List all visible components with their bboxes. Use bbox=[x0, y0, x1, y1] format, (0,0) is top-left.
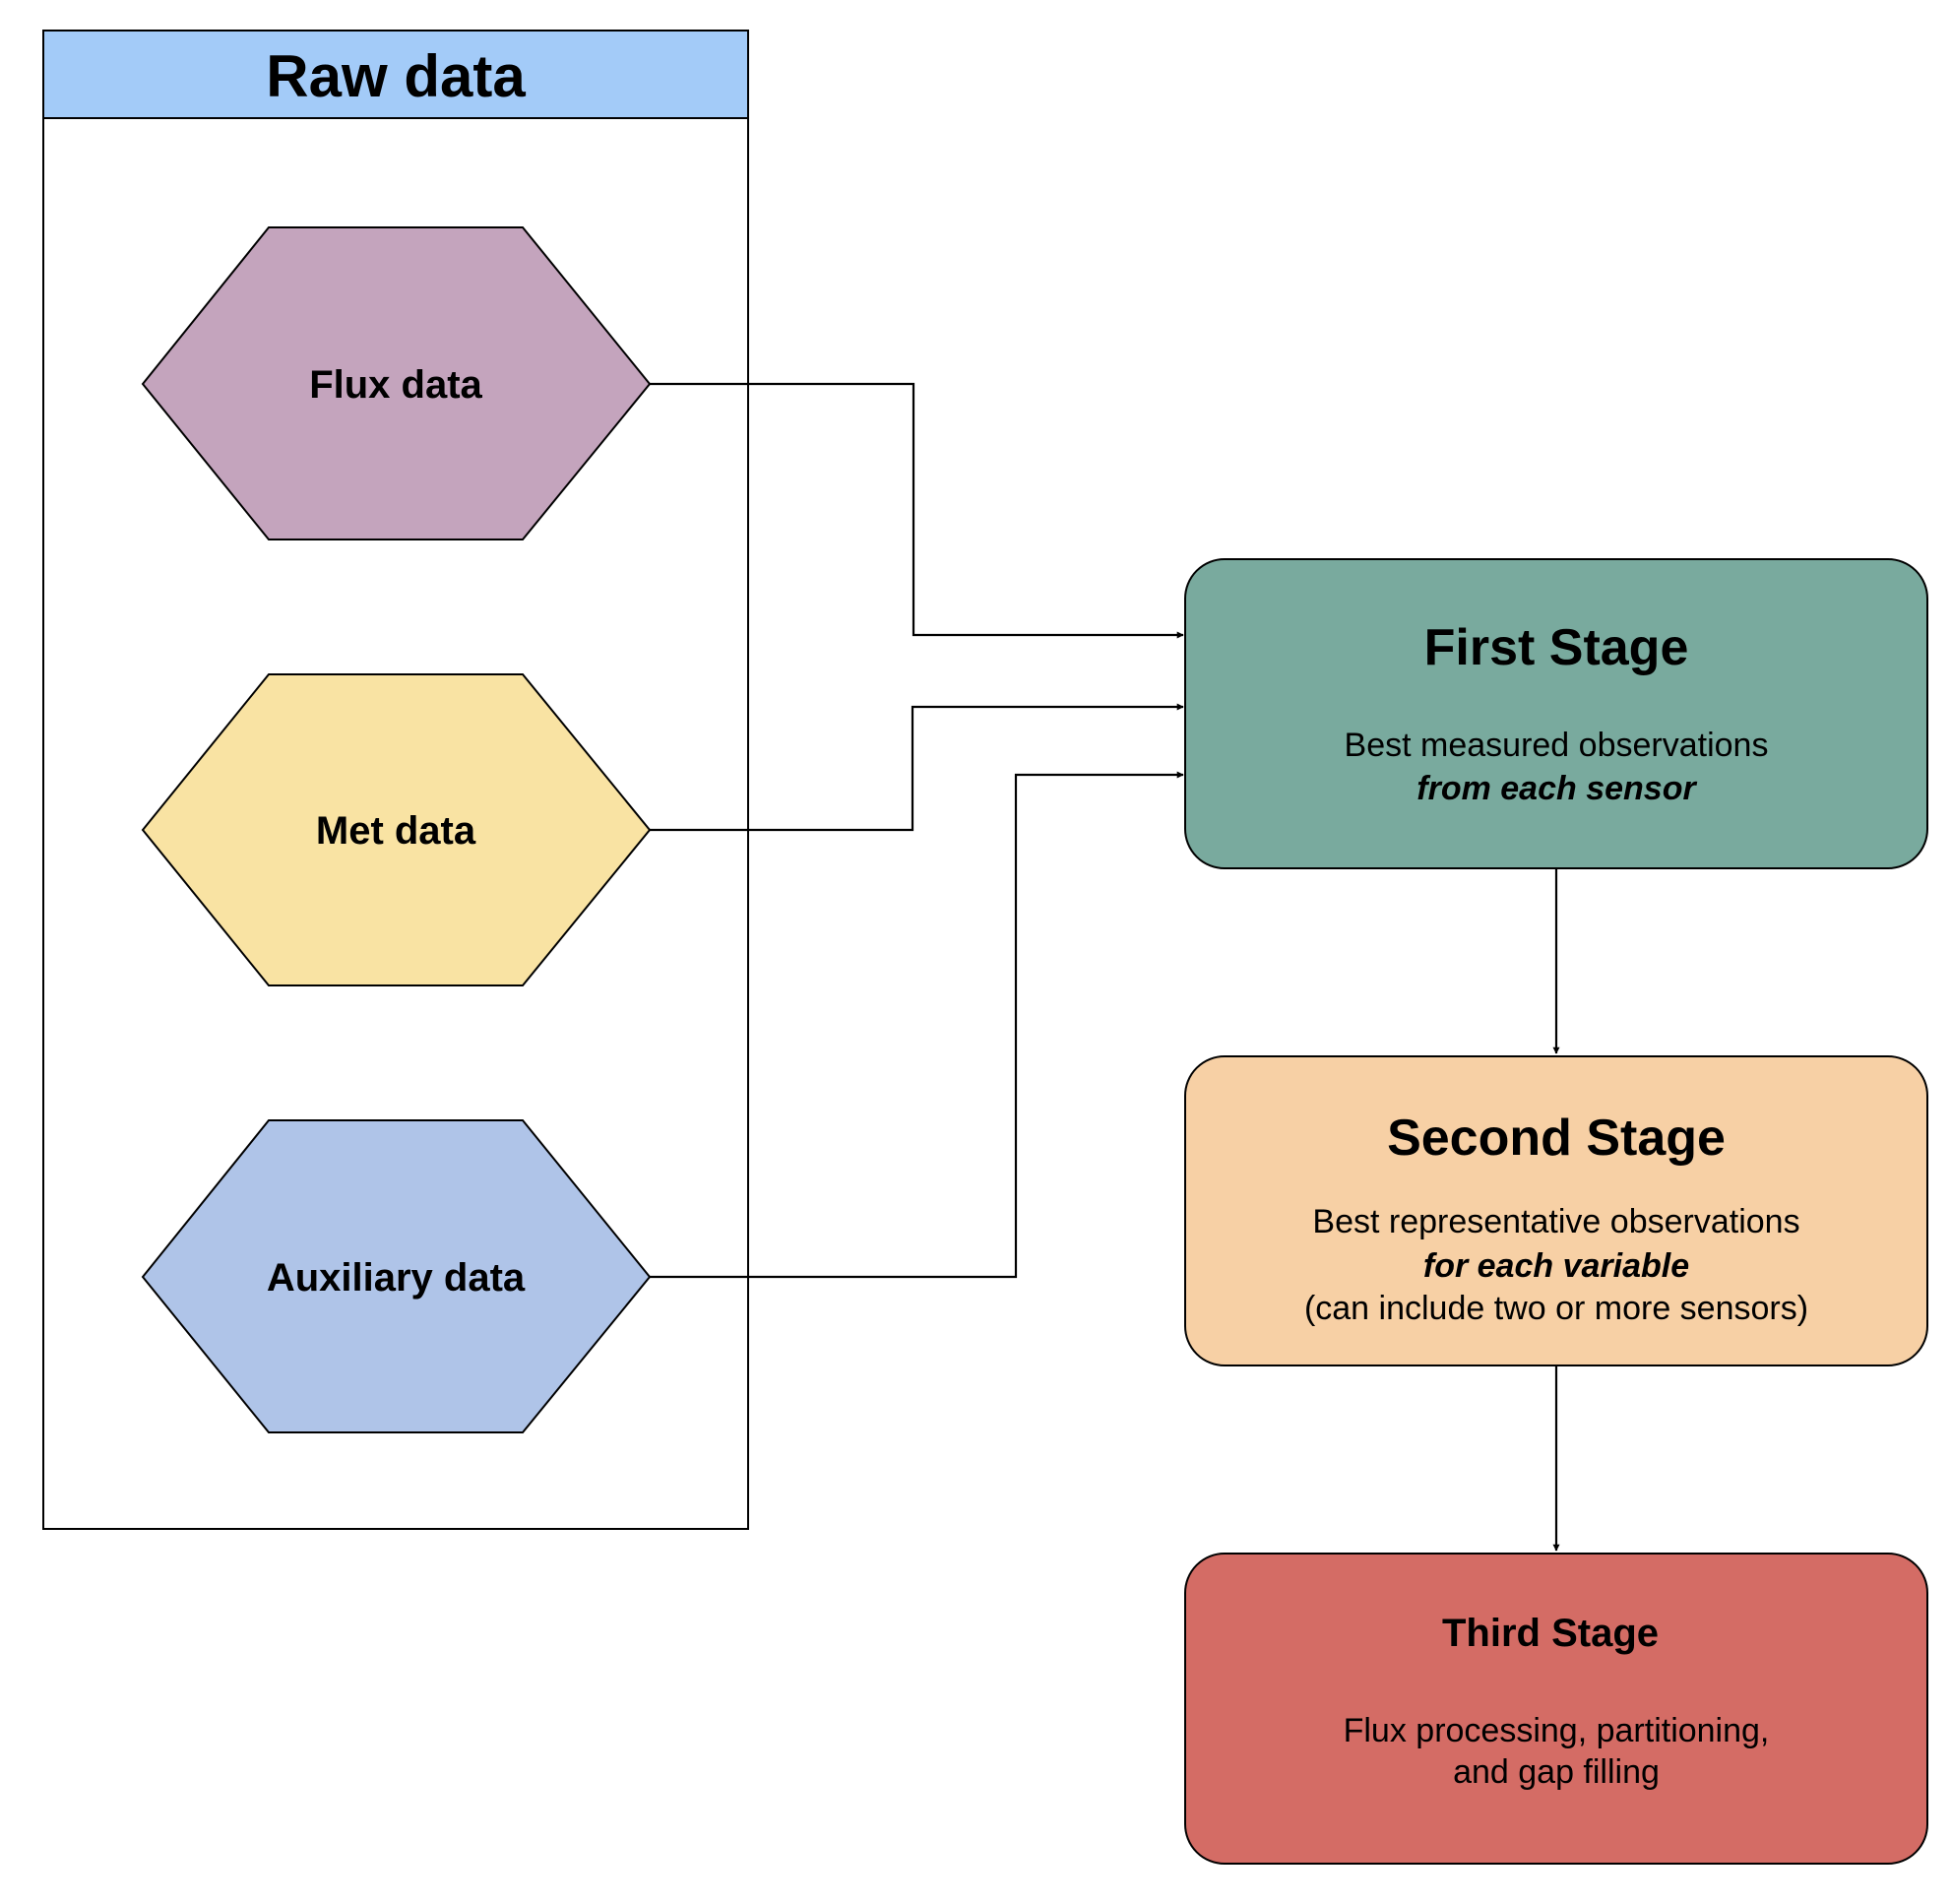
second-stage: Second Stage Best representative observa… bbox=[1184, 1055, 1928, 1366]
second-stage-line2: for each variable bbox=[1423, 1247, 1689, 1285]
third-stage-line2: and gap filling bbox=[1453, 1753, 1660, 1791]
second-stage-line3: (can include two or more sensors) bbox=[1304, 1290, 1808, 1327]
third-stage-box bbox=[1184, 1553, 1928, 1865]
met-data-label: Met data bbox=[316, 809, 476, 853]
raw-data-header bbox=[42, 30, 749, 119]
first-stage-line2: from each sensor bbox=[1416, 770, 1697, 807]
first-stage-box bbox=[1184, 558, 1928, 869]
input-met-data: Met data bbox=[141, 673, 652, 986]
second-stage-line1: Best representative observations bbox=[1312, 1203, 1799, 1240]
first-stage: First Stage Best measured observations f… bbox=[1184, 558, 1928, 869]
third-stage-line1: Flux processing, partitioning, bbox=[1344, 1712, 1770, 1749]
auxiliary-data-label: Auxiliary data bbox=[267, 1256, 526, 1300]
input-auxiliary-data: Auxiliary data bbox=[141, 1119, 652, 1433]
third-stage-title: Third Stage bbox=[1442, 1612, 1659, 1655]
connector-auxiliary-to-first-stage bbox=[650, 771, 1184, 1279]
first-stage-title: First Stage bbox=[1424, 619, 1689, 676]
raw-data-title: Raw data bbox=[266, 43, 526, 109]
flux-data-label: Flux data bbox=[309, 363, 482, 407]
connector-met-to-first-stage bbox=[650, 703, 1184, 832]
first-stage-line1: Best measured observations bbox=[1345, 727, 1769, 764]
connector-flux-to-first-stage bbox=[650, 382, 1184, 639]
third-stage: Third Stage Flux processing, partitionin… bbox=[1184, 1553, 1928, 1865]
second-stage-title: Second Stage bbox=[1387, 1110, 1726, 1167]
